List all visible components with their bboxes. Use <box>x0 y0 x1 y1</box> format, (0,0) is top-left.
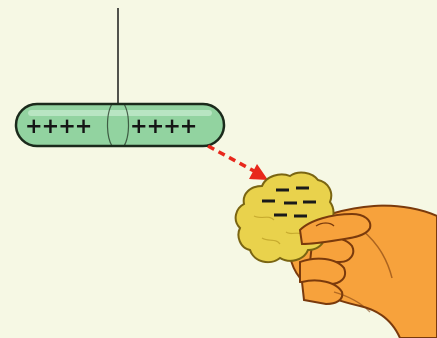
arrow-head <box>249 164 268 180</box>
rod-right-charges: ++++ <box>130 114 196 138</box>
electron-transfer-arrow <box>208 146 268 180</box>
charged-rod: ++++ ++++ <box>16 104 224 146</box>
arrow-shaft <box>208 146 254 171</box>
rod-left-charges: ++++ <box>25 114 91 138</box>
